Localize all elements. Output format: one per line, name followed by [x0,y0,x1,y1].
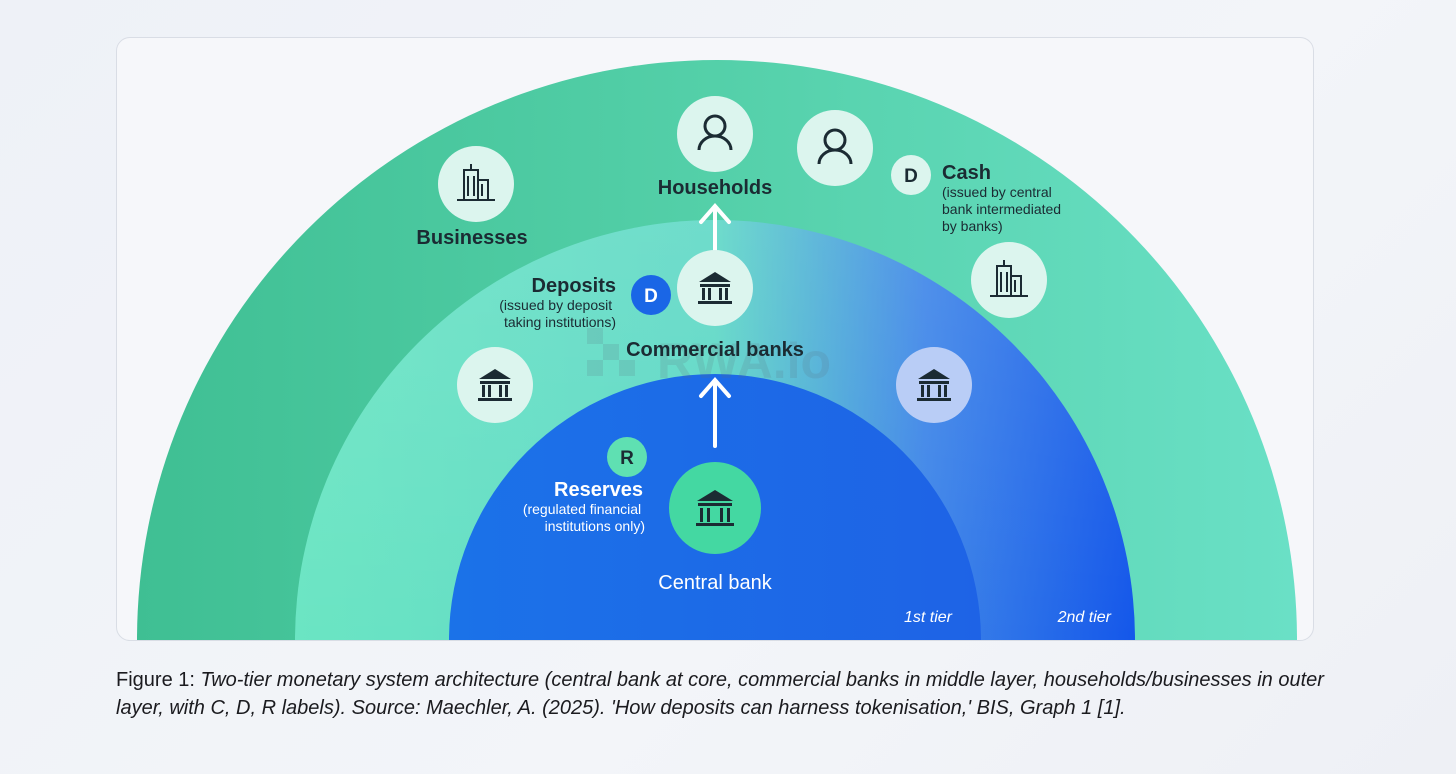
figure-card: RWA.io [116,37,1314,641]
household-person-icon [677,96,753,172]
arrow-reserves-to-banks [699,376,731,448]
bank-icon [457,347,533,423]
cash-badge: D [891,155,931,195]
cash-note: (issued by central bank intermediated by… [942,184,1065,234]
caption-text: Two-tier monetary system architecture (c… [116,669,1324,719]
svg-text:D: D [904,166,918,187]
central-bank-label: Central bank [658,572,772,594]
svg-text:RWA.io: RWA.io [657,333,831,389]
bank-icon [896,347,972,423]
businesses-label: Businesses [416,227,527,249]
deposits-note: (issued by deposit taking institutions) [499,297,616,330]
cash-title: Cash [942,162,991,184]
arrow-banks-to-households [699,202,731,254]
commercial-bank-icon [677,250,753,326]
office-building-icon [438,146,514,222]
svg-text:D: D [644,286,658,307]
tier2-label: 2nd tier [1057,609,1112,626]
deposits-badge: D [631,275,671,315]
watermark-logo: RWA.io [587,328,831,389]
central-bank-icon [669,462,761,554]
tier1-label: 1st tier [904,609,953,626]
reserves-note: (regulated financial institutions only) [523,501,645,534]
reserves-title: Reserves [554,479,643,501]
deposits-title: Deposits [532,275,616,297]
commercial-banks-label: Commercial banks [626,339,804,361]
two-tier-diagram: RWA.io [137,60,1297,640]
office-building-icon [971,242,1047,318]
person-icon [797,110,873,186]
reserves-badge: R [607,437,647,477]
households-label: Households [658,177,772,199]
svg-text:R: R [620,448,634,469]
figure-caption: Figure 1: Two-tier monetary system archi… [116,666,1356,722]
caption-prefix: Figure 1: [116,669,201,691]
